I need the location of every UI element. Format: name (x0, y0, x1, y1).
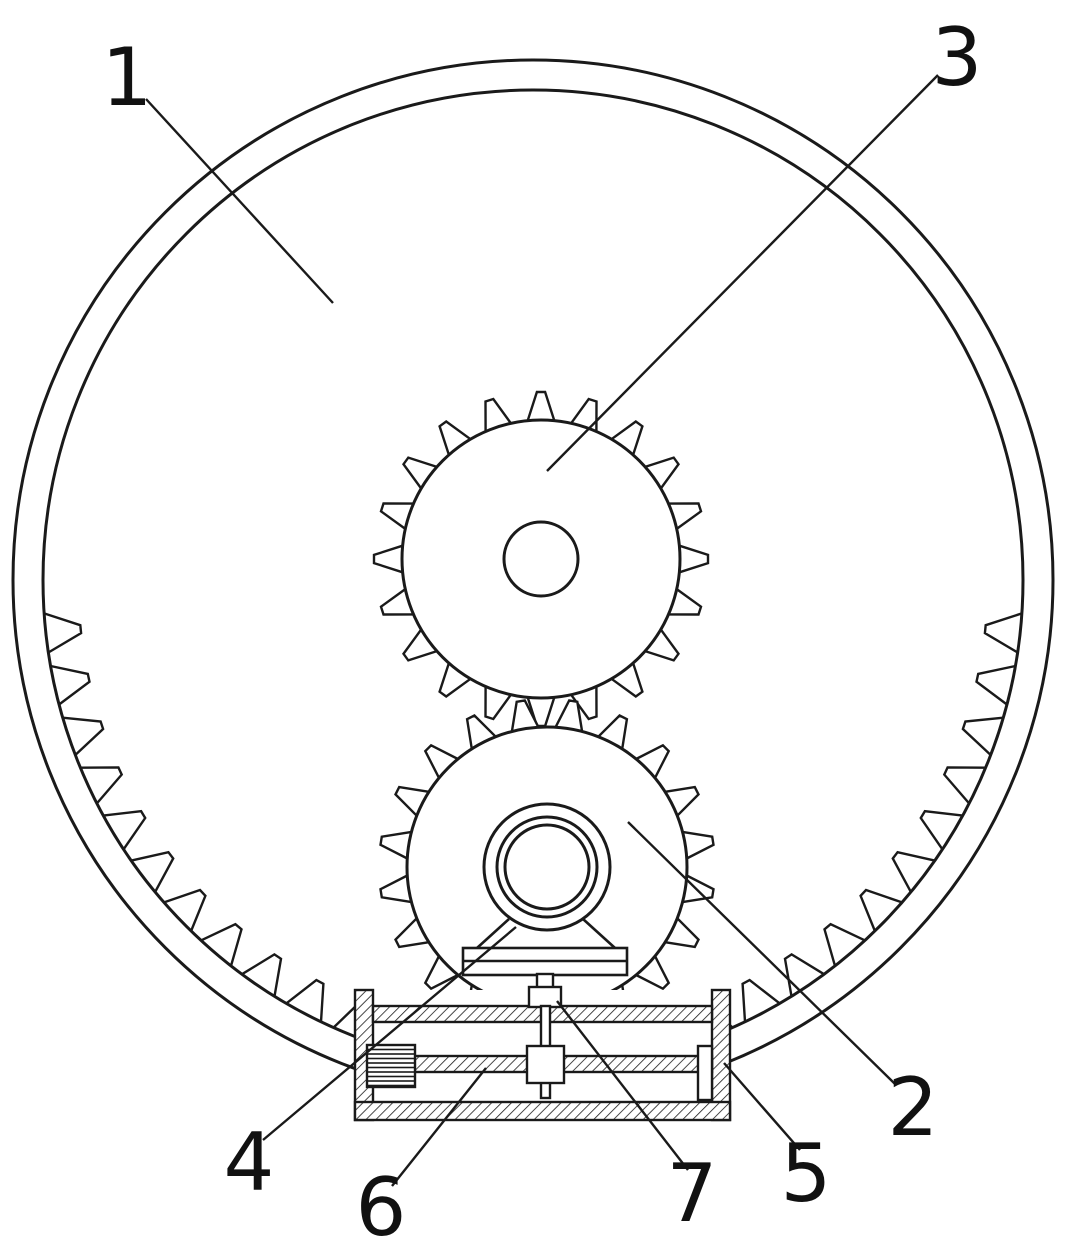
support-bracket (461, 918, 629, 977)
part-label-5: 5 (781, 1127, 832, 1220)
upper-gear-teeth (372, 390, 710, 728)
housing (353, 988, 732, 1122)
lower-gear-bearing-inner (503, 823, 591, 911)
leader-line-6 (391, 1067, 487, 1187)
part-label-1: 1 (102, 31, 153, 124)
housing-right-wall (710, 988, 732, 1122)
part-label-4: 4 (224, 1116, 275, 1209)
screw-slider (525, 1044, 566, 1085)
leader-line-2 (627, 821, 896, 1085)
leader-line-4 (262, 926, 517, 1141)
part-label-2: 2 (888, 1061, 939, 1154)
leader-line-7 (556, 1000, 689, 1171)
leader-lines (145, 74, 939, 1187)
leader-line-5 (723, 1062, 801, 1151)
leader-line-3 (546, 74, 939, 472)
screw-assembly (525, 972, 566, 1100)
upper-gear (372, 390, 710, 728)
part-label-7: 7 (667, 1147, 718, 1240)
bracket-left-leg (476, 918, 510, 949)
lower-gear (379, 699, 715, 1035)
motor-block (365, 1043, 417, 1089)
housing-bottom-plate (353, 1100, 732, 1122)
screw-nut (527, 985, 563, 1009)
bracket-right-leg (582, 918, 616, 949)
part-label-6: 6 (356, 1161, 407, 1252)
part-labels: 1 3 2 4 5 6 7 (102, 11, 983, 1252)
leader-line-1 (145, 98, 334, 304)
rail-end-bracket (696, 1044, 714, 1102)
part-label-3: 3 (932, 11, 983, 104)
upper-gear-hole (502, 520, 580, 598)
